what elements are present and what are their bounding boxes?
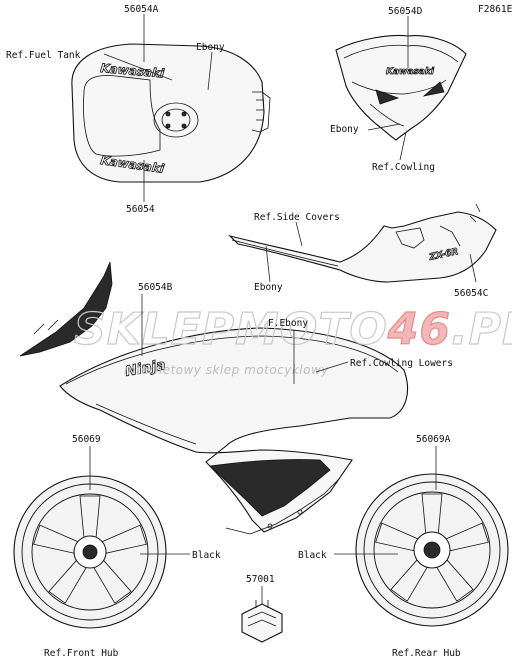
front-wheel-drawing — [13, 475, 167, 629]
label-ebony-side: Ebony — [254, 282, 283, 293]
watermark-subtitle: internetowy sklep motocyklowy — [124, 363, 329, 377]
label-57001: 57001 — [246, 574, 275, 585]
figure-code: F2861E — [478, 4, 512, 15]
label-ref-cowling-lowers: Ref.Cowling Lowers — [350, 358, 453, 369]
label-56069A: 56069A — [416, 434, 451, 445]
cowling-decal: Kawasaki — [386, 67, 435, 77]
label-ref-front-hub: Ref.Front Hub — [44, 648, 119, 659]
label-ebony-cowling: Ebony — [330, 124, 359, 135]
leader-lines — [89, 14, 477, 604]
label-black-rear: Black — [298, 550, 327, 561]
callout-labels: 56054A Ref.Fuel Tank Ebony 56054 56054D … — [6, 4, 488, 659]
label-56069: 56069 — [72, 434, 101, 445]
upper-cowling-drawing: Kawasaki — [335, 35, 467, 141]
label-f-ebony: F.Ebony — [268, 318, 308, 329]
label-ref-side-covers: Ref.Side Covers — [254, 212, 340, 223]
label-ebony-tank: Ebony — [196, 42, 225, 53]
label-ref-rear-hub: Ref.Rear Hub — [392, 648, 461, 659]
svg-text:SKLEPMOTO46.PL: SKLEPMOTO46.PL — [74, 304, 512, 355]
fuel-tank-drawing: Kawasaki Kawasaki — [71, 43, 271, 183]
side-covers-drawing: ZX-6R — [228, 203, 497, 283]
label-ref-cowling: Ref.Cowling — [372, 162, 435, 173]
watermark-part-a: SKLEP — [74, 304, 235, 355]
label-56054B: 56054B — [138, 282, 173, 293]
watermark: SKLEPMOTO46.PL internetowy sklep motocyk… — [73, 303, 512, 377]
label-56054C: 56054C — [454, 288, 488, 299]
lower-cowling-decal: Ninja — [124, 357, 167, 380]
label-56054A: 56054A — [124, 4, 159, 15]
label-ref-fuel-tank: Ref.Fuel Tank — [6, 50, 81, 61]
watermark-part-d: .PL — [451, 304, 512, 355]
watermark-part-b: MOTO — [235, 304, 388, 355]
tank-top-decal: Kawasaki — [100, 61, 166, 81]
clip-part-drawing — [241, 600, 283, 643]
lower-cowling-drawing: Ninja — [19, 261, 408, 535]
label-56054D: 56054D — [388, 6, 423, 17]
label-56054: 56054 — [126, 204, 155, 215]
watermark-part-c: 46 — [387, 304, 451, 355]
label-black-front: Black — [192, 550, 221, 561]
rear-wheel-drawing — [355, 473, 509, 627]
